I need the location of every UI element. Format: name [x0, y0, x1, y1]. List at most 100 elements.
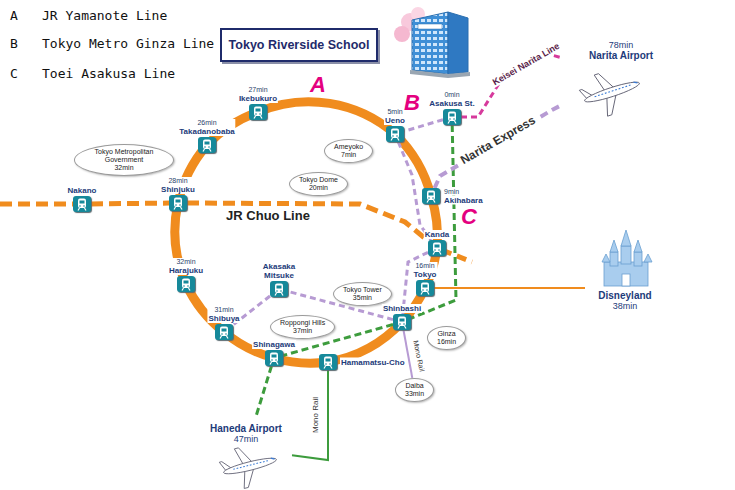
station-icon: Nakano	[73, 196, 91, 212]
chuo-line-end	[0, 202, 74, 207]
line-name: Mono Rail	[412, 338, 426, 374]
legend-letter: B	[10, 36, 18, 51]
line-letter: C	[461, 206, 477, 228]
line-name: Narita Express	[456, 112, 539, 168]
station-name: Shinjuku	[160, 185, 196, 194]
station-icon: 5minUeno	[386, 126, 404, 142]
travel-time: 32min	[84, 164, 164, 172]
spot-name: Ameyoko	[334, 143, 363, 151]
station-label: 28minShinjuku	[160, 177, 196, 194]
travel-time: 9min	[443, 188, 484, 196]
rail-line	[328, 322, 402, 362]
place-name: Disneyland	[585, 290, 665, 301]
station-icon: Akasaka Mitsuke	[270, 281, 288, 297]
legend-letter: A	[10, 8, 18, 23]
legend-text: Tokyo Metro Ginza Line	[42, 36, 214, 51]
rail-line	[461, 54, 560, 117]
travel-time: 35min	[343, 294, 382, 302]
place-name: Narita Airport	[560, 50, 682, 61]
legend-letter: C	[10, 66, 18, 81]
plane-icon	[576, 63, 646, 122]
station-icon: 31minShibuya	[215, 324, 233, 340]
travel-time: 31min	[207, 306, 240, 314]
rail-line	[292, 370, 328, 460]
station-icon: 16minTokyo	[416, 280, 434, 296]
station-name: Hamamatsu-Cho	[340, 358, 406, 367]
station-label: Shinagawa	[252, 340, 296, 349]
travel-time: 37min	[280, 327, 325, 335]
line-name: Mono Rail	[311, 395, 320, 435]
travel-time: 5min	[384, 108, 406, 116]
travel-time: 32min	[168, 258, 204, 266]
station-name: Kanda	[424, 230, 450, 239]
castle-icon	[602, 230, 652, 286]
destination: Disneyland38min	[585, 240, 665, 336]
travel-time: 28min	[160, 177, 196, 185]
rail-line	[435, 106, 560, 188]
rail-line	[91, 201, 169, 207]
station-label: Hamamatsu-Cho	[340, 358, 406, 367]
spot-name: Tokyo Metropolitan Government	[84, 148, 164, 164]
travel-time: 16min	[437, 338, 456, 346]
station-label: Akasaka Mitsuke	[257, 262, 301, 280]
legend-text: Toei Asakusa Line	[42, 66, 175, 81]
station-label: 9minAkihabara	[443, 188, 484, 205]
destination: Haneda Airport47min	[200, 418, 292, 480]
station-label: 0minAsakusa St.	[428, 91, 475, 108]
plane-icon	[217, 440, 281, 490]
station-icon: 26minTakadanobaba	[198, 137, 216, 153]
legend-text: JR Yamanote Line	[42, 8, 167, 23]
rail-line	[411, 125, 456, 318]
station-name: Shinagawa	[252, 340, 296, 349]
station-icon: Kanda	[428, 240, 446, 256]
spot-cloud: Tokyo Tower35min	[333, 282, 392, 306]
rail-line	[404, 330, 413, 378]
station-label: 16minTokyo	[413, 262, 438, 279]
station-icon: 28minShinjuku	[169, 195, 187, 211]
station-name: Akihabara	[443, 196, 484, 205]
station-label: Shinbashi	[382, 304, 422, 313]
station-label: Nakano	[67, 186, 98, 195]
spot-name: Ginza	[437, 330, 456, 338]
spot-name: Roppongi Hills	[280, 319, 325, 327]
station-icon: Shinbashi	[393, 314, 411, 330]
station-name: Ueno	[384, 116, 406, 125]
destination-label: Disneyland38min	[585, 290, 665, 311]
station-label: 32minHarajuku	[168, 258, 204, 275]
station-label: 31minShibuya	[207, 306, 240, 323]
destination-label: Haneda Airport47min	[200, 423, 292, 444]
spot-cloud: Roppongi Hills37min	[270, 315, 335, 339]
station-label: 5minUeno	[384, 108, 406, 125]
travel-time: 78min	[560, 40, 682, 50]
spot-name: Tokyo Dome	[299, 176, 338, 184]
spot-name: Daiba	[405, 382, 424, 390]
chuo-line-end	[442, 250, 472, 262]
rail-line	[434, 287, 585, 289]
rail-line	[258, 102, 395, 134]
station-name: Harajuku	[168, 266, 204, 275]
spot-cloud: Ginza16min	[427, 326, 466, 350]
station-name: Ikebukuro	[238, 94, 278, 103]
station-icon: 0minAsakusa St.	[443, 109, 461, 125]
destination: 78minNarita Airport	[560, 36, 682, 112]
station-name: Shibuya	[207, 314, 240, 323]
spot-name: Tokyo Tower	[343, 286, 382, 294]
travel-time: 0min	[428, 91, 475, 99]
station-name: Shinbashi	[382, 304, 422, 313]
line-name: JR Chuo Line	[224, 208, 312, 223]
spot-cloud: Daiba33min	[395, 378, 434, 402]
travel-time: 47min	[200, 434, 292, 444]
station-label: 26minTakadanobaba	[178, 119, 235, 136]
travel-time: 27min	[238, 86, 278, 94]
spot-cloud: Tokyo Dome20min	[289, 172, 348, 196]
destination-label: 78minNarita Airport	[560, 40, 682, 61]
station-label: Kanda	[424, 230, 450, 239]
school-building	[394, 7, 470, 78]
travel-time: 38min	[585, 301, 665, 311]
station-icon: 9minAkihabara	[422, 188, 440, 204]
station-icon: 32minHarajuku	[177, 276, 195, 292]
station-name: Akasaka Mitsuke	[257, 262, 301, 280]
place-name: Haneda Airport	[200, 423, 292, 434]
station-name: Takadanobaba	[178, 127, 235, 136]
